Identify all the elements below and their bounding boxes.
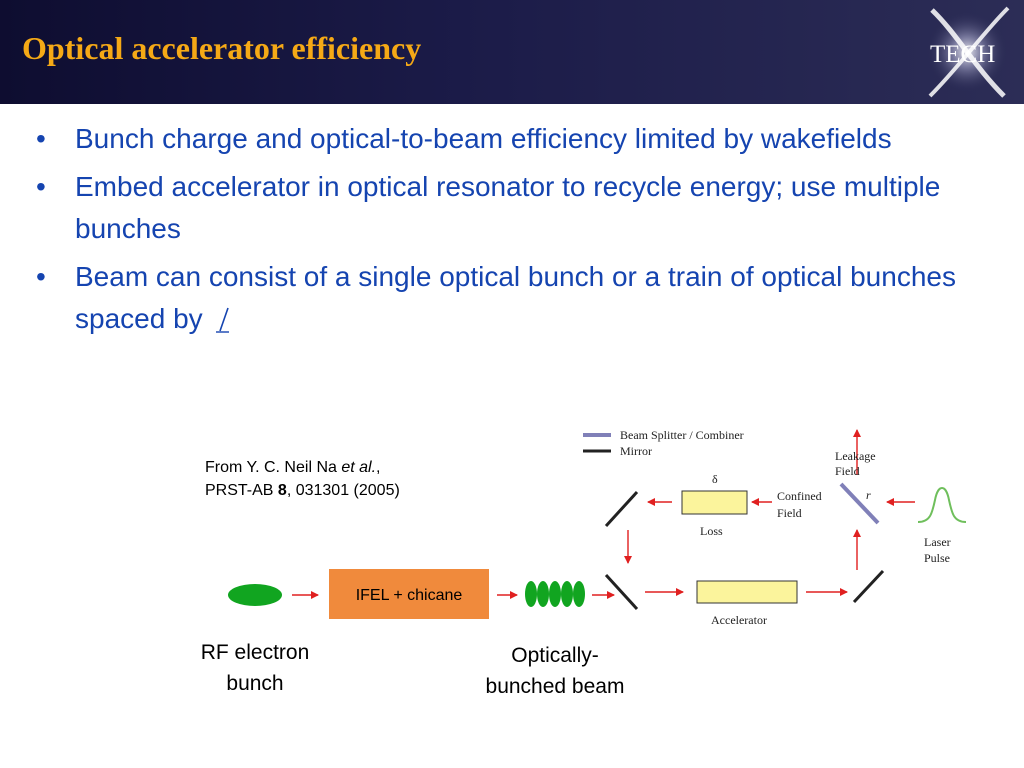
leakage-label-1: Leakage xyxy=(835,449,876,463)
mirror-bottom-right xyxy=(852,569,885,604)
delta-symbol: δ xyxy=(712,472,718,486)
confined-label-1: Confined xyxy=(777,489,822,503)
slide-title: Optical accelerator efficiency xyxy=(22,30,422,66)
citation-comma: , xyxy=(376,459,381,476)
reflectivity-symbol: r xyxy=(866,488,871,502)
optical-bunch-icon xyxy=(549,581,561,607)
mirror-top-left xyxy=(604,490,639,528)
optical-beam-caption: Optically- bunched beam xyxy=(462,640,648,702)
rf-bunch-caption: RF electron bunch xyxy=(180,637,330,699)
citation-journal: PRST-AB xyxy=(205,482,278,499)
bullet-text: Beam can consist of a single optical bun… xyxy=(75,261,956,334)
bullet-text: Embed accelerator in optical resonator t… xyxy=(75,171,941,244)
beam-splitter xyxy=(839,482,880,525)
bullet-list: • Bunch charge and optical-to-beam effic… xyxy=(30,118,990,346)
optical-bunch-icon xyxy=(561,581,573,607)
laser-label-2: Pulse xyxy=(924,551,950,565)
rf-bunch-icon xyxy=(228,584,282,606)
leakage-label-2: Field xyxy=(835,464,860,478)
bullet-icon: • xyxy=(36,261,46,292)
loss-label: Loss xyxy=(700,524,723,538)
accelerator-box xyxy=(696,580,798,604)
optical-bunch-icon xyxy=(573,581,585,607)
citation: From Y. C. Neil Na et al., PRST-AB 8, 03… xyxy=(205,456,400,502)
title-bar: Optical accelerator efficiency TECH xyxy=(0,0,1024,104)
bullet-text: Bunch charge and optical-to-beam efficie… xyxy=(75,123,892,154)
legend-mirror-label: Mirror xyxy=(620,444,652,458)
optical-bunch-icon xyxy=(537,581,549,607)
citation-volume: 8 xyxy=(277,482,287,499)
confined-label-2: Field xyxy=(777,506,802,520)
citation-line-2: PRST-AB 8, 031301 (2005) xyxy=(205,479,400,502)
bullet-icon: • xyxy=(36,171,46,202)
citation-line-1: From Y. C. Neil Na et al., xyxy=(205,456,400,479)
laser-pulse-icon xyxy=(917,487,967,523)
xtech-logo: TECH xyxy=(927,6,1010,98)
wavelength-glyph-icon xyxy=(216,307,230,333)
laser-label-1: Laser xyxy=(924,535,951,549)
bullet-icon: • xyxy=(36,123,46,154)
logo-text: TECH xyxy=(930,41,995,68)
citation-authors: From Y. C. Neil Na xyxy=(205,459,342,476)
mirror-bottom-left xyxy=(604,573,639,611)
loss-box xyxy=(681,490,748,515)
citation-et-al: et al. xyxy=(341,459,377,476)
ifel-chicane-box xyxy=(329,569,489,619)
legend-splitter-label: Beam Splitter / Combiner xyxy=(620,428,744,442)
optical-caption-line-2: bunched beam xyxy=(485,675,625,698)
rf-caption-line-2: bunch xyxy=(226,672,284,695)
rf-caption-line-1: RF electron xyxy=(200,641,310,664)
bullet-item: • Beam can consist of a single optical b… xyxy=(30,256,990,340)
citation-page-year: , 031301 (2005) xyxy=(286,482,400,499)
accelerator-label: Accelerator xyxy=(711,613,767,627)
optical-caption-line-1: Optically- xyxy=(511,644,599,667)
bullet-item: • Embed accelerator in optical resonator… xyxy=(30,166,990,250)
ifel-chicane-label: IFEL + chicane xyxy=(356,587,463,604)
optical-bunch-icon xyxy=(525,581,537,607)
bullet-item: • Bunch charge and optical-to-beam effic… xyxy=(30,118,990,160)
